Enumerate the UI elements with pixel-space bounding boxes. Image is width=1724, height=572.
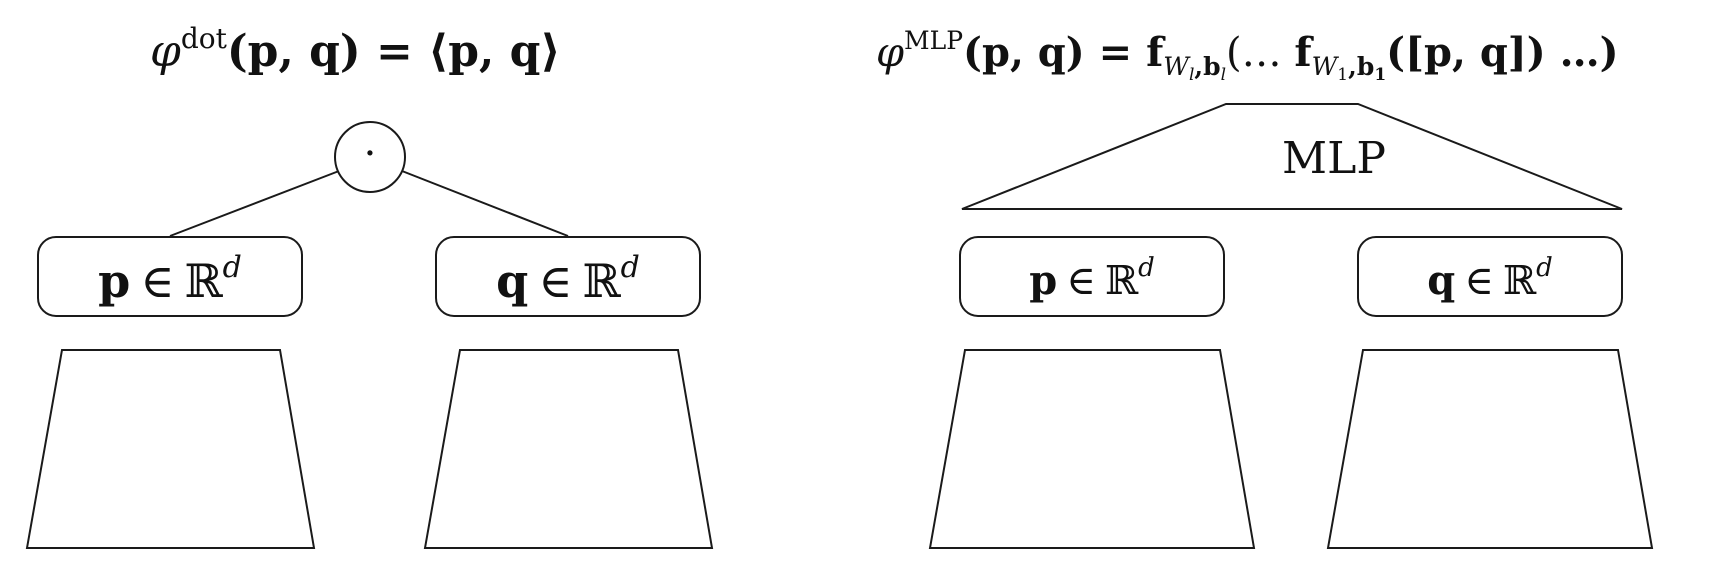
right-embedding-box [435,236,701,317]
dot-operator-node [334,121,406,193]
connector-left [169,170,340,237]
left-embedding-label: p∈ℝd [98,250,242,308]
mlp-right-embedding-box [1357,236,1623,317]
left-embedding-box [37,236,303,317]
mlp-model: φMLP(p, q) = fWl,bl(… fW1,b1([p, q]) …) … [876,26,1654,549]
dot-formula: φdot(p, q) = ⟨p, q⟩ [150,22,561,77]
mlp-formula: φMLP(p, q) = fWl,bl(… fW1,b1([p, q]) …) [876,26,1619,85]
mlp-right-encoder-tower [1326,349,1654,549]
dot-operator-symbol: · [364,131,377,177]
mlp-left-embedding-box [959,236,1225,317]
mlp-block-label: MLP [1282,133,1386,184]
connector-right [401,170,569,237]
mlp-left-embedding-label: p∈ℝd [1029,253,1154,304]
mlp-block [961,103,1623,210]
left-encoder-tower [25,349,316,549]
dot-product-model: φdot(p, q) = ⟨p, q⟩ · p∈ℝd q∈ℝd [25,22,714,549]
mlp-right-embedding-label: q∈ℝd [1427,253,1552,304]
right-encoder-tower [423,349,714,549]
mlp-left-encoder-tower [928,349,1256,549]
right-embedding-label: q∈ℝd [496,250,640,308]
